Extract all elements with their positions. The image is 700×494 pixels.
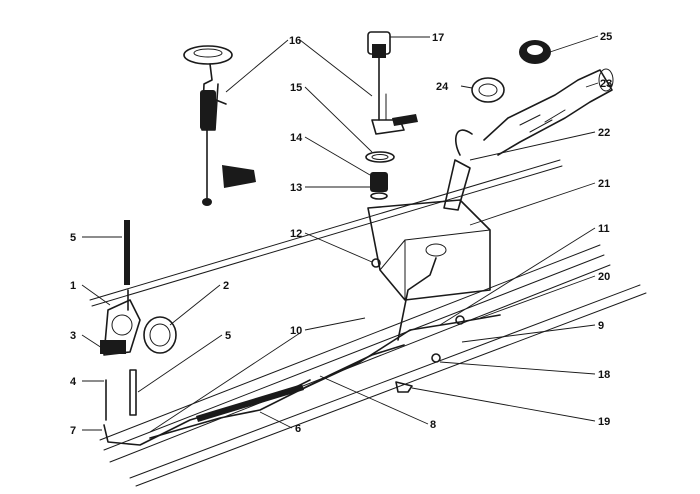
fuel-sender-unit-left xyxy=(183,45,256,206)
fuel-tank xyxy=(367,159,491,341)
fuel-lines xyxy=(103,314,501,446)
callout-12: 12 xyxy=(290,228,302,240)
callout-16: 16 xyxy=(289,35,301,47)
callout-19: 19 xyxy=(598,416,610,428)
callout-10: 10 xyxy=(290,325,302,337)
rods xyxy=(105,220,137,421)
callout-23: 23 xyxy=(600,78,612,90)
callout-25: 25 xyxy=(600,31,612,43)
callout-11: 11 xyxy=(598,223,610,235)
callout-6: 6 xyxy=(295,423,301,435)
callout-21: 21 xyxy=(598,178,610,190)
callout-15: 15 xyxy=(290,82,302,94)
callout-18: 18 xyxy=(598,369,610,381)
frame-rails xyxy=(89,159,647,487)
callout-7: 7 xyxy=(70,425,76,437)
filler-neck xyxy=(455,68,614,156)
callout-labels: 16 17 25 24 23 15 14 13 22 21 5 12 11 1 … xyxy=(70,31,612,437)
callout-1: 1 xyxy=(70,280,76,292)
fuel-pump xyxy=(100,289,177,356)
callout-17: 17 xyxy=(432,32,444,44)
rubber-grommets xyxy=(471,40,551,103)
callout-8: 8 xyxy=(430,419,436,431)
gasket-stack xyxy=(365,151,395,200)
callout-13: 13 xyxy=(290,182,302,194)
fuel-sender-unit-right xyxy=(367,31,418,135)
callout-2: 2 xyxy=(223,280,229,292)
callout-14: 14 xyxy=(290,132,303,144)
callout-3: 3 xyxy=(70,330,76,342)
small-fittings xyxy=(371,258,465,393)
callout-24: 24 xyxy=(436,81,449,93)
callout-4: 4 xyxy=(70,376,77,388)
leader-lines xyxy=(81,35,599,433)
callout-5-bottom: 5 xyxy=(225,330,231,342)
callout-20: 20 xyxy=(598,271,610,283)
callout-5-top: 5 xyxy=(70,232,76,244)
callout-22: 22 xyxy=(598,127,610,139)
callout-9: 9 xyxy=(598,320,604,332)
